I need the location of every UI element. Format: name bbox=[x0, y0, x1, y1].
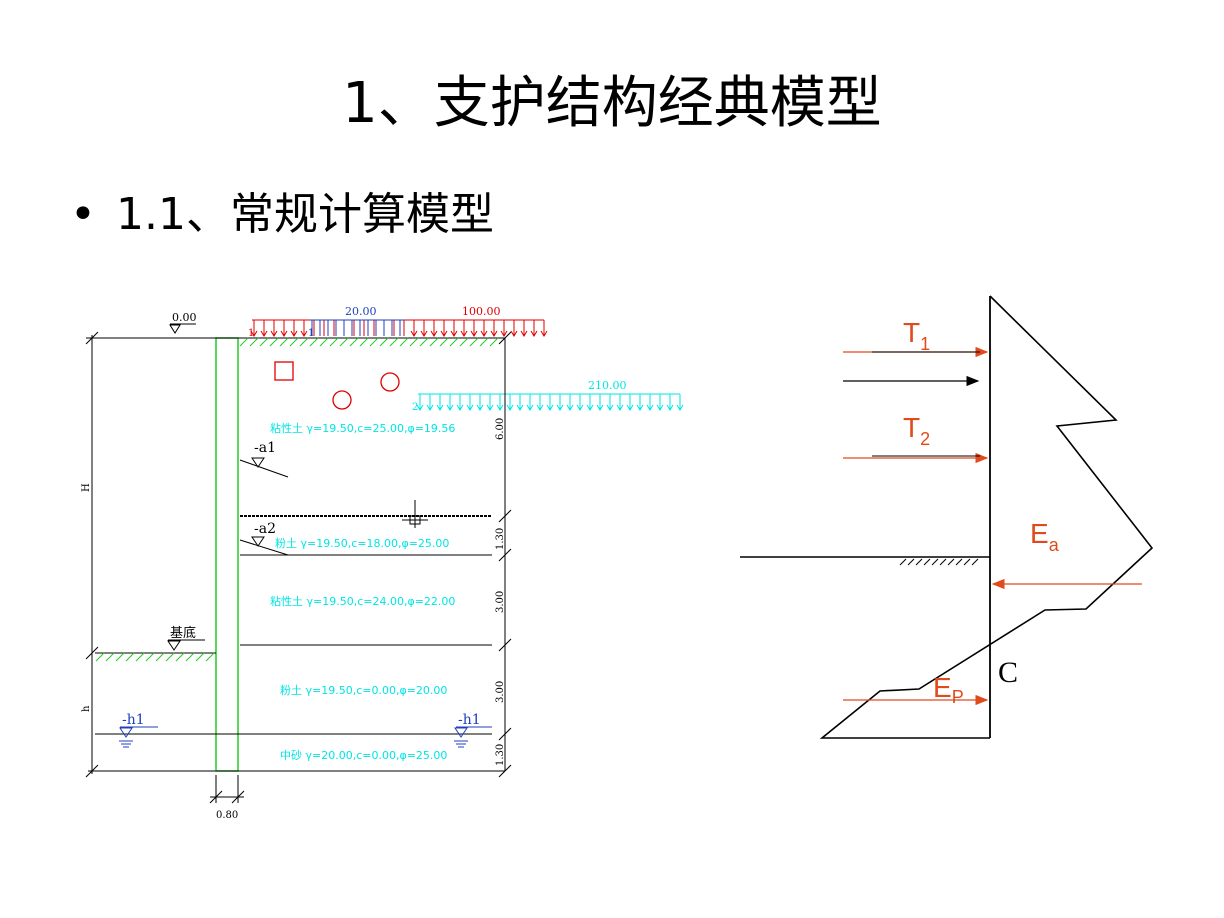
right-dim-ticks bbox=[498, 331, 512, 778]
load-number-1: 1 bbox=[248, 328, 254, 339]
layer-2-label: 粉土 γ=19.50,c=18.00,φ=25.00 bbox=[275, 537, 449, 550]
load-number-2: 2 bbox=[412, 402, 418, 413]
surcharge-210-label: 210.00 bbox=[588, 379, 627, 392]
surcharge-load-100 bbox=[250, 319, 548, 337]
ground-level-marker bbox=[169, 324, 181, 334]
point-c-label: C bbox=[998, 656, 1018, 689]
thickness-4: 3.00 bbox=[495, 681, 506, 703]
ep-label: EP bbox=[933, 672, 964, 707]
dim-h-label: h bbox=[81, 705, 92, 712]
red-square-marker bbox=[274, 361, 294, 381]
water-right-marker bbox=[454, 727, 468, 748]
anchor-1-marker bbox=[251, 457, 265, 468]
thickness-2: 1.30 bbox=[495, 528, 506, 550]
anchor-2-label: -a2 bbox=[254, 521, 276, 537]
layer-4-label: 粉土 γ=19.50,c=0.00,φ=20.00 bbox=[280, 684, 447, 697]
layer-1-label: 粘性土 γ=19.50,c=25.00,φ=19.56 bbox=[270, 421, 455, 435]
water-left-label: -h1 bbox=[122, 712, 145, 728]
earth-pressure-diagram: T1 T2 Ea EP C bbox=[740, 295, 1154, 739]
bullet-dot: • bbox=[70, 189, 96, 240]
anchor-1-line bbox=[239, 459, 289, 478]
excavation-hatch bbox=[899, 558, 979, 566]
water-left-marker bbox=[119, 727, 133, 748]
active-pressure-outline bbox=[819, 295, 1154, 739]
surcharge-load-210 bbox=[416, 393, 684, 411]
base-marker bbox=[167, 640, 181, 651]
bullet-text: 1.1、常规计算模型 bbox=[116, 189, 494, 240]
base-label: 基底 bbox=[170, 625, 196, 641]
retaining-wall bbox=[215, 337, 239, 772]
water-right-label: -h1 bbox=[458, 712, 481, 728]
strut-marker bbox=[402, 500, 428, 528]
surcharge-load-20 bbox=[310, 319, 405, 336]
anchor-2-marker bbox=[251, 536, 265, 547]
ea-label: Ea bbox=[1030, 518, 1060, 555]
dim-H-label: H bbox=[81, 483, 92, 492]
t2-label: T2 bbox=[903, 412, 930, 449]
red-circle-marker-1 bbox=[380, 372, 400, 392]
surcharge-100-label: 100.00 bbox=[462, 305, 501, 318]
thickness-1: 6.00 bbox=[495, 418, 506, 440]
bullet-item: • 1.1、常规计算模型 bbox=[70, 178, 494, 242]
ground-hatch bbox=[239, 337, 499, 347]
surcharge-20-label: 20.00 bbox=[345, 305, 377, 318]
layer-5-label: 中砂 γ=20.00,c=0.00,φ=25.00 bbox=[280, 749, 447, 762]
red-circle-marker-2 bbox=[332, 390, 352, 410]
layer-3-label: 粘性土 γ=19.50,c=24.00,φ=22.00 bbox=[270, 594, 455, 608]
thickness-5: 1.30 bbox=[495, 744, 506, 766]
anchor-1-label: -a1 bbox=[254, 440, 276, 456]
wall-width-label: 0.80 bbox=[216, 810, 238, 821]
ground-level-label: 0.00 bbox=[172, 311, 197, 324]
cad-section-diagram: 0.00 100.00 1 20.00 1 210.00 2 bbox=[81, 305, 684, 821]
load-number-1b: 1 bbox=[308, 328, 314, 339]
wall-width-dim bbox=[209, 775, 245, 804]
base-hatch bbox=[95, 652, 215, 662]
t1-label: T1 bbox=[903, 317, 930, 354]
slide-title: 1、支护结构经典模型 bbox=[342, 71, 882, 136]
thickness-3: 3.00 bbox=[495, 591, 506, 613]
anchor-2-line bbox=[239, 539, 289, 556]
